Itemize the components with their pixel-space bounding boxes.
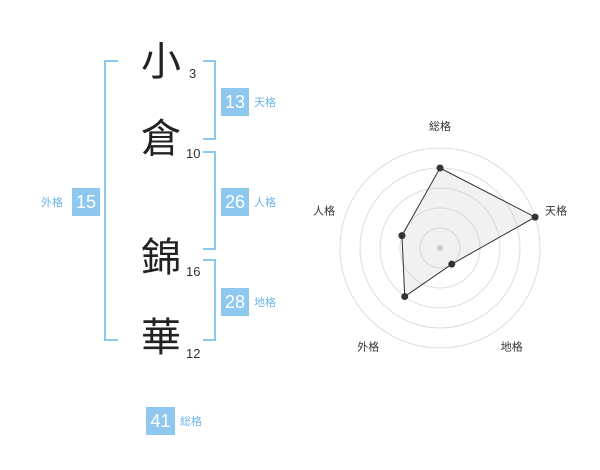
radar-grid-ring	[339, 147, 541, 349]
gaikaku-bracket	[104, 60, 118, 341]
soukaku-value-badge: 41	[146, 407, 175, 435]
radar-point-3	[448, 260, 456, 268]
radar-center-dot	[437, 245, 443, 251]
name-char-4: 華	[141, 315, 181, 361]
radar-axis-label: 天格	[545, 203, 567, 217]
radar-data-polygon	[401, 167, 537, 298]
tenkaku-bracket	[203, 60, 216, 140]
jinkaku-value-badge: 26	[221, 188, 249, 216]
soukaku-label: 総格	[180, 415, 202, 428]
name-char-2: 倉	[141, 116, 181, 162]
stroke-count-4: 12	[186, 346, 201, 361]
radar-point-1	[436, 164, 444, 172]
jinkaku-bracket	[203, 151, 216, 250]
radar-axis-label: 地格	[501, 340, 523, 354]
gaikaku-value-badge: 15	[72, 188, 100, 216]
radar-grid-ring	[379, 187, 501, 309]
radar-point-4	[401, 293, 409, 301]
radar-point-5	[398, 232, 406, 240]
name-char-3: 錦	[141, 235, 181, 281]
chikaku-value-badge: 28	[221, 288, 249, 316]
radar-axis-label: 外格	[357, 340, 379, 354]
radar-point-2	[531, 213, 539, 221]
chikaku-label: 地格	[254, 296, 276, 309]
chikaku-bracket	[203, 259, 216, 341]
name-char-1: 小	[141, 39, 181, 85]
gaikaku-label: 外格	[41, 196, 63, 209]
radar-axis-label: 総格	[429, 119, 451, 133]
stroke-count-1: 3	[189, 66, 197, 81]
tenkaku-value-badge: 13	[221, 88, 249, 116]
jinkaku-label: 人格	[254, 196, 276, 209]
radar-axis-label: 人格	[313, 203, 335, 217]
tenkaku-label: 天格	[254, 96, 276, 109]
stroke-count-2: 10	[186, 146, 201, 161]
radar-grid-ring	[419, 227, 461, 269]
stroke-count-3: 16	[186, 264, 201, 279]
